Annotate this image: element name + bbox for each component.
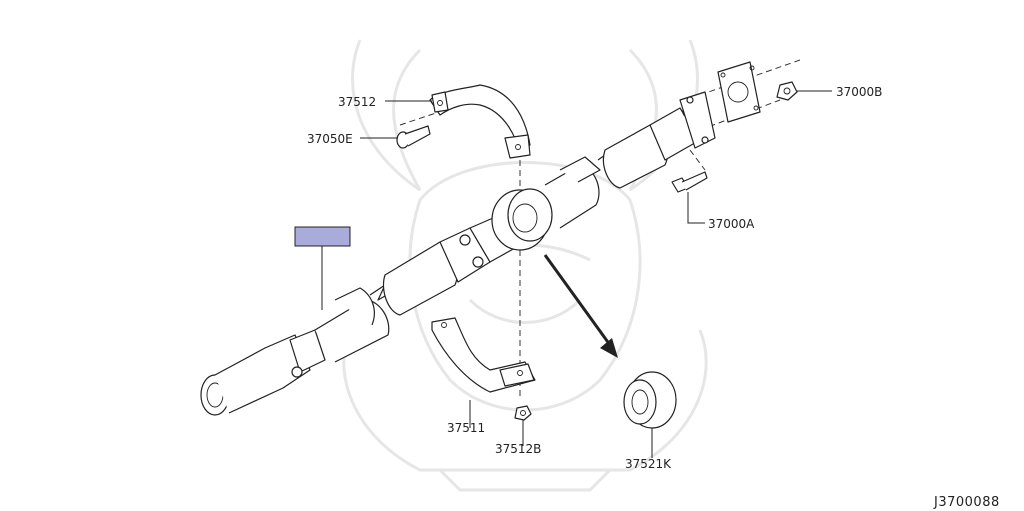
nut-37000b <box>776 81 798 101</box>
diagram-code: J3700088 <box>933 495 1000 510</box>
bolt-37050e <box>396 125 431 149</box>
upper-bracket-37512 <box>429 84 531 159</box>
bearing-37521k <box>623 371 677 429</box>
nut-37512b <box>514 405 532 421</box>
propeller-shaft <box>200 91 716 416</box>
leader-lines <box>321 90 832 458</box>
callout-37050e: 37050E <box>307 132 353 146</box>
callout-37000a: 37000A <box>708 217 755 231</box>
callout-37000b: 37000B <box>836 85 882 99</box>
arrow-to-bearing-icon <box>543 254 618 358</box>
callout-37512b: 37512B <box>495 442 541 456</box>
flange-plate <box>717 61 761 123</box>
callout-37511: 37511 <box>447 421 485 435</box>
lower-bracket-37511 <box>431 317 536 393</box>
callout-37512: 37512 <box>338 95 376 109</box>
callout-37521k: 37521K <box>625 457 672 471</box>
bolt-37000a <box>671 171 708 193</box>
highlight-box <box>294 226 351 247</box>
